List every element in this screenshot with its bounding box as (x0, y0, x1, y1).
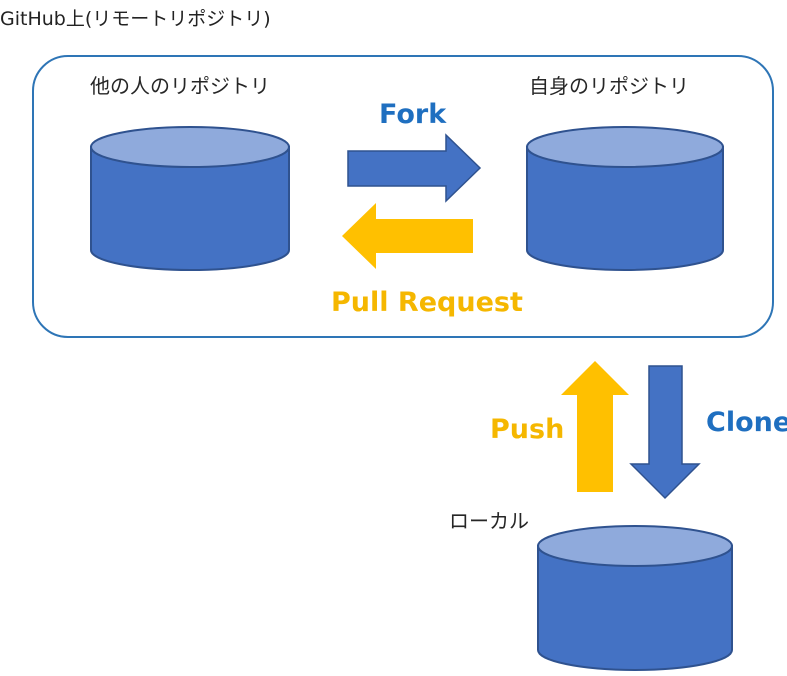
pull-request-label: Pull Request (331, 287, 523, 318)
push-arrow (561, 361, 629, 492)
clone-arrow (629, 365, 701, 500)
own-repo-cylinder (526, 126, 724, 271)
diagram-title: GitHub上(リモートリポジトリ) (0, 8, 271, 30)
fork-label: Fork (379, 99, 447, 130)
others-repo-cylinder (90, 126, 290, 271)
clone-label: Clone (706, 407, 787, 438)
fork-arrow (347, 133, 482, 203)
pull-request-arrow (342, 203, 473, 269)
github-remote-group (32, 55, 774, 338)
local-repo-label: ローカル (449, 509, 529, 533)
others-repo-label: 他の人のリポジトリ (90, 74, 270, 98)
local-repo-cylinder (537, 525, 733, 671)
push-label: Push (490, 414, 565, 445)
own-repo-label: 自身のリポジトリ (529, 74, 689, 98)
